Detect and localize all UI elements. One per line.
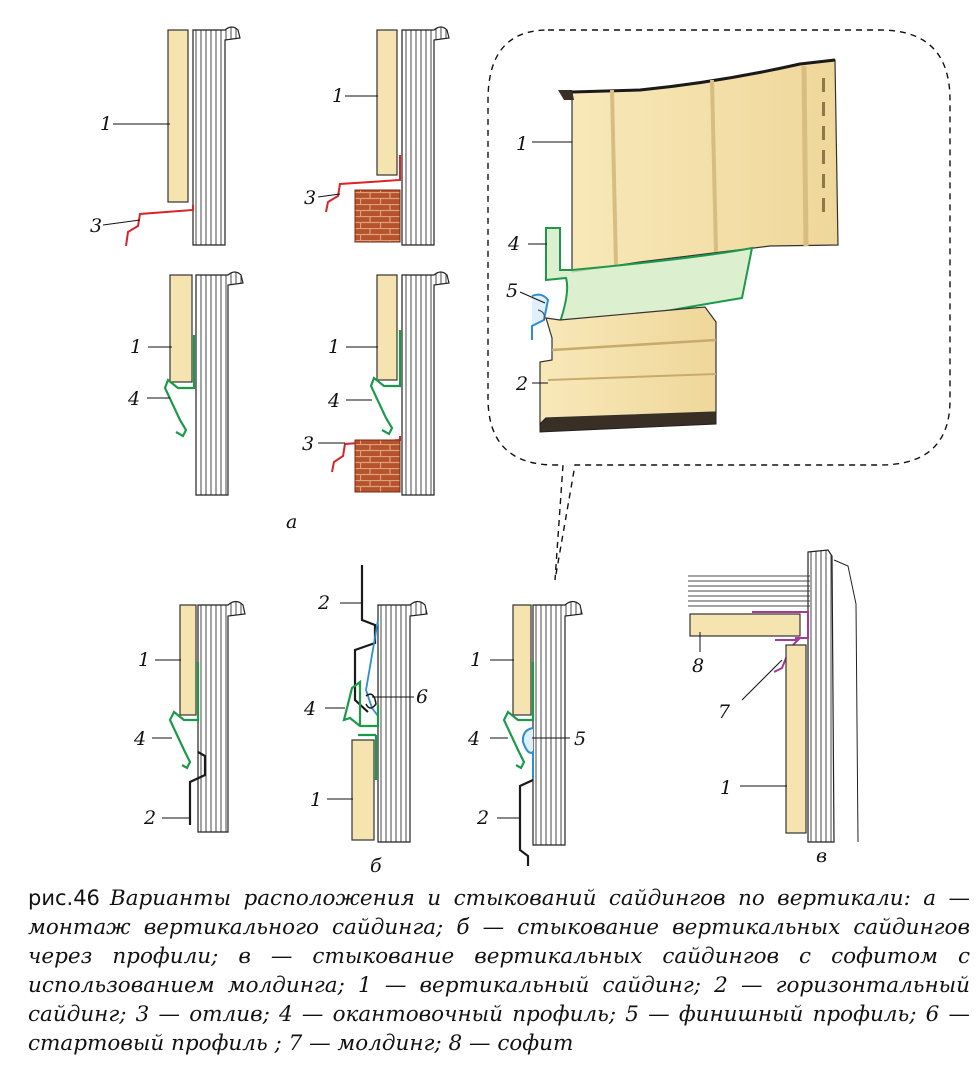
caption-text: Варианты расположения и стыкований сайди… [28,886,970,1056]
wall [532,600,583,846]
wall [807,549,835,843]
label-1: 1 [328,336,340,358]
label-3: 3 [302,433,314,455]
vertical-siding [167,29,189,203]
drip-flashing [325,155,401,213]
group-a-detail-2 [317,26,450,246]
label-5: 5 [574,728,586,750]
sublabel-b: б [370,855,382,877]
callout-panels [519,58,839,433]
group-b-detail-2 [325,565,428,843]
label-1: 1 [470,649,482,671]
horizontal-siding-edge [353,565,377,713]
label-4: 4 [303,698,316,720]
wall [195,271,244,496]
label-8: 8 [692,655,704,677]
brick-base [354,439,401,493]
label-1: 1 [138,649,150,671]
label-5: 5 [506,280,518,302]
vertical-siding [169,274,193,383]
vertical-siding [785,644,807,834]
label-7: 7 [718,701,731,723]
horizontal-siding-edge [188,751,207,825]
figure-number: рис.46 [28,886,100,910]
brick-base [354,189,401,243]
label-4: 4 [127,388,140,410]
edging-profile-3d [545,227,754,332]
group-sublabels: а б в [286,511,827,877]
label-1: 1 [720,777,732,799]
horizontal-siding-panel [539,306,717,426]
drip-flashing [125,205,194,247]
drip-flashing [331,436,401,473]
group-v-detail [688,549,859,843]
edging-profile [163,335,196,438]
wall [401,26,450,246]
label-2: 2 [317,592,330,614]
group-a-detail-1 [102,26,241,247]
group-a-detail-3 [147,271,244,496]
vertical-siding [512,604,532,716]
group-b-detail-3 [490,600,583,866]
soffit [689,613,801,637]
sublabel-a: а [286,511,297,533]
vertical-siding [376,274,398,381]
wall [197,600,246,833]
label-1: 1 [516,133,528,155]
edging-profile [168,662,200,770]
label-6: 6 [416,686,428,708]
group-a-detail-4 [318,271,450,496]
sublabel-v: в [816,845,827,867]
number-labels: 1 3 1 3 1 4 1 4 3 1 4 5 2 2 1 4 2 4 6 1 … [90,85,732,829]
wall [377,600,428,843]
vertical-siding [351,739,375,841]
vertical-siding [179,604,197,716]
label-1: 1 [130,336,142,358]
label-1: 1 [332,85,344,107]
label-2: 2 [515,373,528,395]
callout-balloon [487,29,951,581]
label-4: 4 [327,390,340,412]
edging-profile [369,330,402,436]
wall [192,26,241,246]
edging-profile [342,679,380,728]
siding-diagram: 1 3 1 3 1 4 1 4 3 1 4 5 2 2 1 4 2 4 6 1 … [90,26,951,877]
label-2: 2 [476,807,489,829]
soffit-ceiling [688,572,810,610]
finish-profile [521,727,534,778]
label-1: 1 [310,789,322,811]
label-2: 2 [143,807,156,829]
group-b-detail-1 [152,600,246,833]
horizontal-siding-edge [518,779,534,866]
edging-profile [502,662,535,770]
label-3: 3 [304,187,316,209]
label-4: 4 [133,728,146,750]
starter-profile [365,619,379,717]
label-3: 3 [90,215,102,237]
label-1: 1 [100,113,112,135]
label-4: 4 [467,728,480,750]
wall [401,271,450,496]
finish-profile-3d [531,293,550,340]
vertical-siding [376,29,398,176]
label-4: 4 [507,233,520,255]
